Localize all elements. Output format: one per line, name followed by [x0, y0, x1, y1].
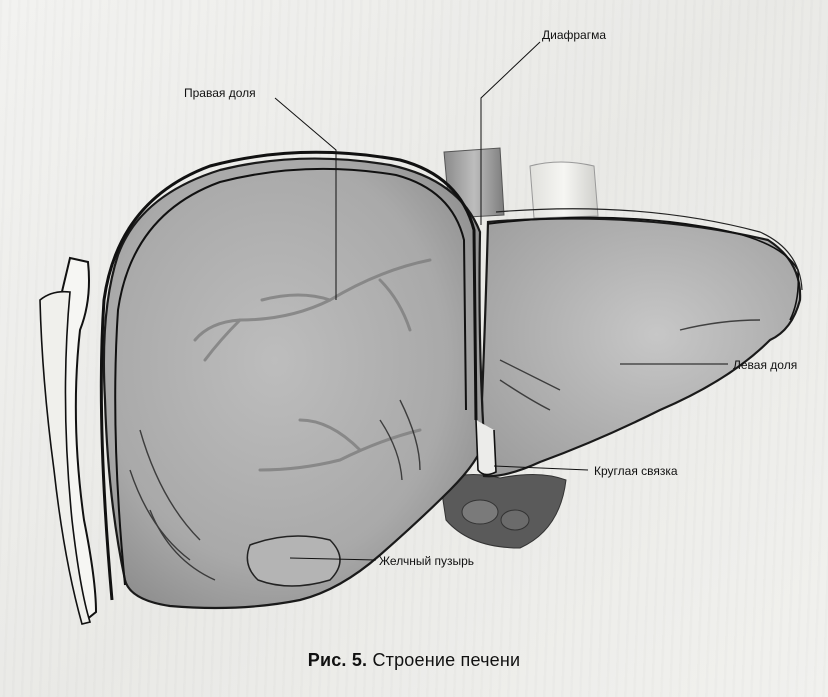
label-right-lobe: Правая доля — [184, 86, 256, 100]
label-left-lobe: Левая доля — [733, 358, 797, 372]
caption-prefix: Рис. 5. — [308, 650, 368, 670]
gallbladder-shape — [247, 536, 340, 586]
label-diaphragm: Диафрагма — [542, 28, 606, 42]
label-round-ligament: Круглая связка — [594, 464, 678, 478]
figure-caption: Рис. 5. Строение печени — [0, 650, 828, 671]
hilum-structures — [440, 474, 566, 548]
label-gallbladder: Желчный пузырь — [379, 554, 474, 568]
left-lobe-shape — [482, 219, 800, 477]
caption-text: Строение печени — [372, 650, 520, 670]
